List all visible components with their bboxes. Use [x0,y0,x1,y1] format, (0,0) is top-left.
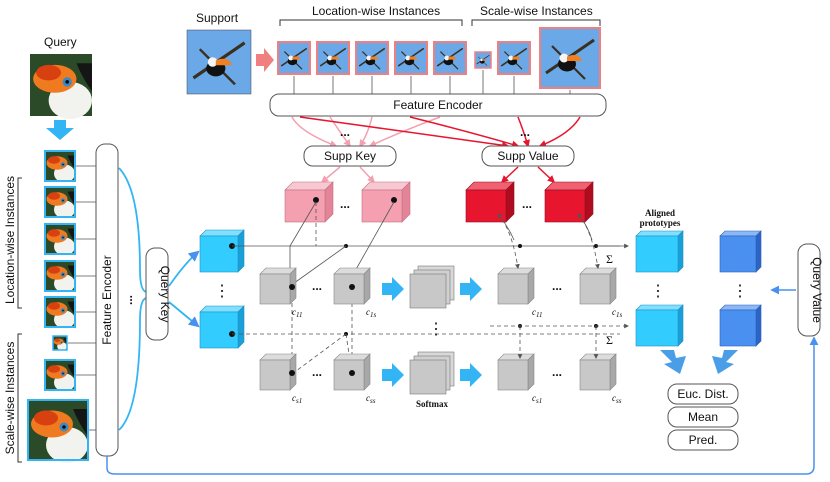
query-key-feature-1 [199,229,245,273]
aligned-prototypes-label-2: prototypes [640,218,681,228]
scale-wise-top-label: Scale-wise Instances [480,4,593,18]
ellipsis-weight-row-2: ... [552,365,562,379]
aligned-prototypes-label-1: Aligned [645,208,675,218]
euc-dist-label: Euc. Dist. [677,387,728,401]
query-key-feature-2 [199,305,245,349]
label-cs1: cs1 [292,393,302,405]
query-value-feature-2 [719,304,762,347]
aligned-prototype-2 [635,304,684,347]
weight-css [579,353,617,391]
ellipsis-supp-key: ... [340,197,350,211]
feature-encoder-left-label: Feature Encoder [100,255,114,344]
query-instance-3 [45,224,75,256]
ellipsis-sim-row-1: ... [312,279,322,293]
supp-value-feature-1 [465,181,515,223]
support-instance-7 [497,41,531,75]
scale-wise-left-label: Scale-wise Instances [3,342,17,455]
query-instance-4 [45,261,75,293]
supp-key-box [303,145,397,167]
query-key-box [145,247,169,341]
query-value-feature-1 [719,230,762,273]
label-css: css [366,393,376,405]
label-w-cs1: cs1 [532,393,542,405]
query-instance-6 [53,336,67,351]
aligned-prototype-1 [635,230,684,273]
softmax-stack-1 [409,265,455,309]
vdots-query-key: ⋮ [214,283,230,300]
sigma-2: Σ [606,333,613,347]
encoder-to-key-value-arrows [291,116,581,149]
query-instance-5 [45,297,75,329]
ellipsis-weight-row-1: ... [552,279,562,293]
softmax-stack-2 [409,351,455,395]
query-instance-2 [45,187,75,219]
location-wise-top-label: Location-wise Instances [312,4,440,18]
scale-wise-brace [471,19,601,26]
support-instance-8 [538,26,602,90]
support-instance-3 [355,41,389,75]
support-instance-5 [433,41,467,75]
label-c11: c11 [292,307,302,319]
query-key-label: Query Key [158,266,172,323]
ellipsis-key-top: ... [340,125,350,139]
softmax-label: Softmax [416,399,448,409]
query-instance-connectors [68,165,96,431]
label-w-c11: c11 [532,307,542,319]
support-image [185,28,253,96]
ellipsis-encoder-left: ... [121,295,135,305]
supp-key-feature-1 [284,181,334,223]
support-instance-6 [474,51,492,69]
query-image [30,54,92,120]
euc-dist-box [667,383,739,405]
vdots-query-value: ⋮ [732,283,748,300]
key-value-cube-arrows [320,166,556,184]
query-arrow [46,120,74,140]
supp-key-label: Supp Key [324,149,376,163]
feature-encoder-top [269,93,607,117]
query-instance-8 [28,400,88,463]
mean-box [667,406,739,428]
ellipsis-supp-value: ... [522,197,532,211]
query-label: Query [44,35,77,49]
support-instance-2 [316,41,350,75]
weight-c11 [497,267,535,305]
supp-value-label: Supp Value [497,149,558,163]
weight-c1s [579,267,617,305]
label-w-c1s: c1s [612,307,623,319]
ellipsis-value-top: ... [520,125,530,139]
support-arrow [256,48,274,72]
ellipsis-sim-row-2: ... [312,365,322,379]
location-wise-left-label: Location-wise Instances [3,176,17,304]
label-w-css: css [612,393,622,405]
vdots-softmax: ⋮ [428,321,444,338]
feature-encoder-top-label: Feature Encoder [393,98,482,112]
query-value-box [797,243,821,337]
query-value-label: Query Value [810,257,824,323]
instance-connectors [293,70,571,94]
pred-label: Pred. [689,433,718,447]
location-wise-brace [279,19,463,26]
vdots-aligned: ⋮ [650,283,666,300]
support-instance-1 [277,41,311,75]
supp-value-box [481,145,575,167]
pred-box [667,429,739,451]
sigma-1: Σ [606,252,613,266]
weight-cs1 [497,353,535,391]
query-instance-7 [45,360,75,392]
query-instance-1 [45,151,75,183]
mean-label: Mean [688,410,718,424]
supp-value-feature-2 [544,181,594,223]
label-c1s: c1s [366,307,377,319]
support-instance-4 [394,41,428,75]
support-label: Support [196,11,239,25]
